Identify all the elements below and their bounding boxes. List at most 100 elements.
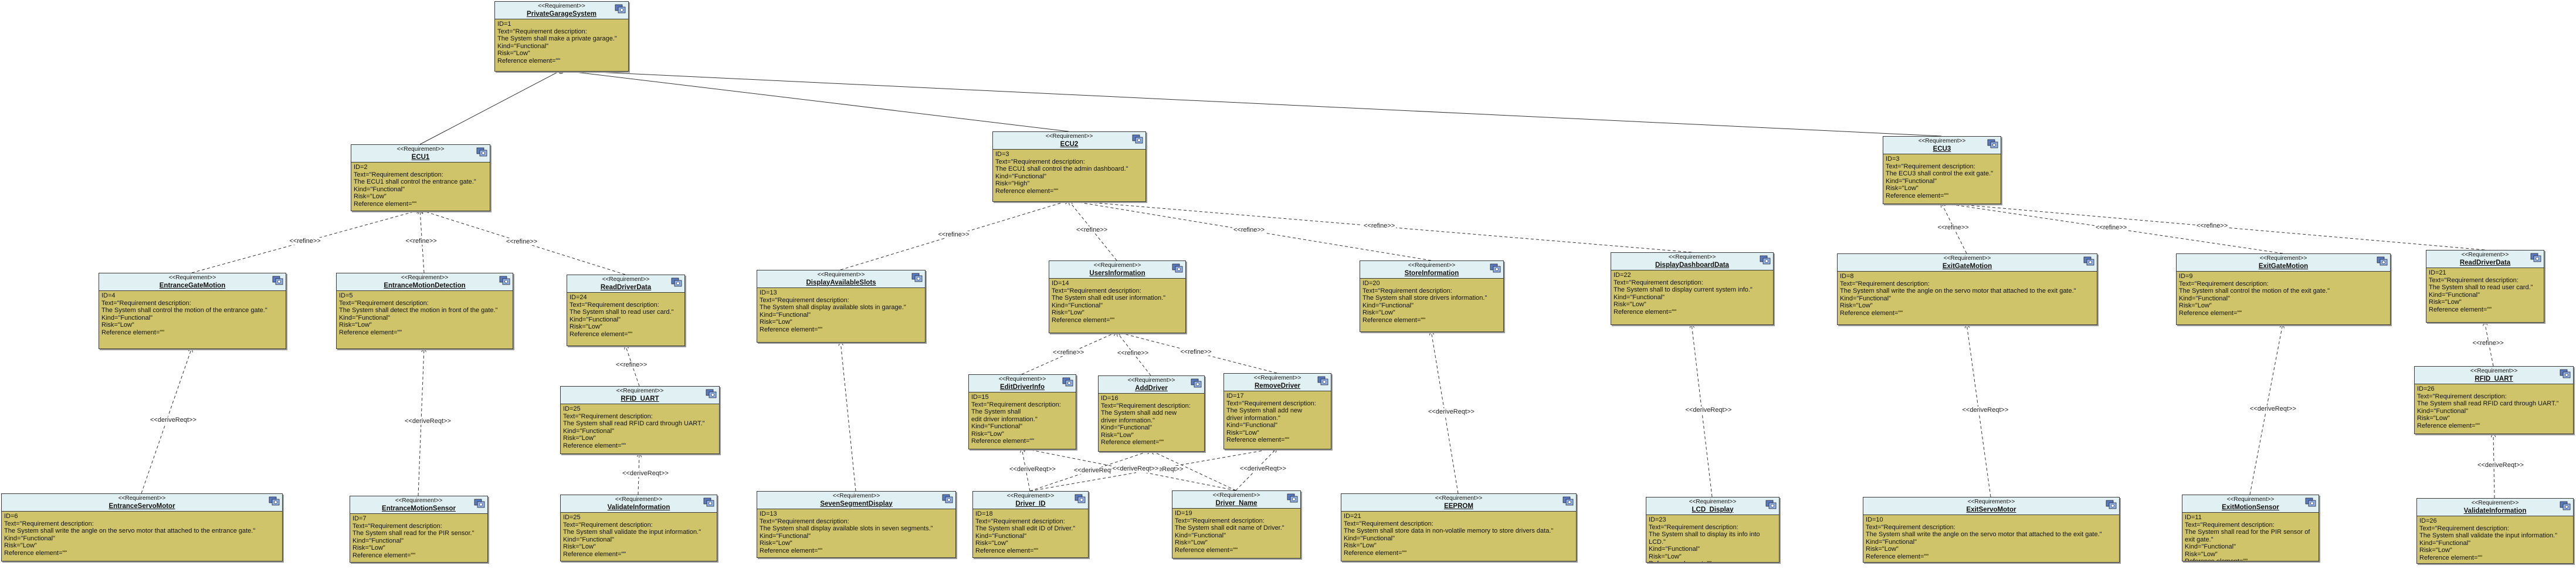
property-line: The System shall write the angle on the … <box>1840 287 2076 295</box>
stereotype-label: <<Requirement>> <box>1045 133 1093 140</box>
property-line: Reference element="" <box>563 442 626 449</box>
requirement-header: <<Requirement>>StoreInformation <box>1360 261 1503 279</box>
refine-edge <box>1941 203 2485 251</box>
stereotype-label: <<Requirement>> <box>616 388 664 394</box>
property-line: ID=21 <box>2429 269 2446 276</box>
property-line: ID=2 <box>354 164 368 171</box>
property-line: The System shall write the angle on the … <box>4 527 256 534</box>
property-line: Reference element="" <box>760 547 823 554</box>
requirement-icon <box>1075 494 1086 503</box>
derive-label: <<deriveReqt>> <box>1111 465 1160 472</box>
property-line: Risk="Low" <box>1344 542 1377 549</box>
refine-label: <<refine>> <box>404 237 438 245</box>
property-line: Reference element="" <box>1840 309 1903 317</box>
requirement-header: <<Requirement>>EEPROM <box>1341 494 1576 512</box>
property-line: The System shall validate the input info… <box>563 529 701 536</box>
property-line: ID=26 <box>2417 385 2435 392</box>
property-line: Kind="Functional" <box>1840 295 1892 302</box>
requirement-name: PrivateGarageSystem <box>527 10 596 18</box>
requirement-header: <<Requirement>>ExitGateMotion <box>2177 254 2390 272</box>
property-line: Reference element="" <box>760 326 823 333</box>
containment-edge <box>558 67 1942 137</box>
property-line: ID=18 <box>975 510 993 517</box>
property-line: Risk="Low" <box>339 321 372 329</box>
property-line: The System shall add new <box>1101 409 1177 417</box>
stereotype-label: <<Requirement>> <box>168 275 216 281</box>
property-line: ID=3 <box>995 151 1009 158</box>
property-line: Risk="Low" <box>2179 302 2212 309</box>
property-line: The System shall <box>971 408 1021 415</box>
stereotype-label: <<Requirement>> <box>832 493 880 499</box>
stereotype-label: <<Requirement>> <box>2461 252 2509 258</box>
stereotype-label: <<Requirement>> <box>1943 255 1991 262</box>
stereotype-label: <<Requirement>> <box>817 272 865 278</box>
requirement-header: <<Requirement>>EntranceServoMotor <box>2 494 282 512</box>
property-line: The System shall add new <box>1226 407 1303 414</box>
requirement-name: RemoveDriver <box>1255 382 1300 390</box>
property-line: Risk="Low" <box>563 543 596 550</box>
requirement-name: RFID_UART <box>621 395 659 402</box>
property-line: The System shall read RFID card through … <box>563 420 705 427</box>
property-line: The System shall control the motion of t… <box>101 307 267 314</box>
property-line: Text="Requirement description: <box>1226 400 1316 407</box>
property-line: ID=1 <box>497 21 511 28</box>
requirement-icon <box>1987 139 1999 148</box>
property-line: Kind="Functional" <box>1886 177 1937 185</box>
derive-label: <<deriveReqt>> <box>1684 406 1733 414</box>
property-line: Text="Requirement description: <box>1344 520 1433 527</box>
requirement-name: EntranceGateMotion <box>159 282 226 289</box>
property-line: Risk="Low" <box>1649 553 1682 560</box>
stereotype-label: <<Requirement>> <box>1127 377 1175 384</box>
property-line: The ECU1 shall control the admin dashboa… <box>995 165 1128 172</box>
property-line: Text="Requirement description: <box>1614 279 1703 286</box>
property-line: Risk="Low" <box>497 50 530 57</box>
stereotype-label: <<Requirement>> <box>401 275 449 281</box>
property-line: Kind="Functional" <box>2419 539 2471 547</box>
requirement-header: <<Requirement>>AddDriver <box>1099 376 1204 394</box>
requirement-icon <box>2560 501 2571 510</box>
property-line: Kind="Functional" <box>2429 291 2480 299</box>
property-line: Risk="Low" <box>354 193 387 200</box>
property-line: ID=15 <box>971 394 989 401</box>
requirement-header: <<Requirement>>DisplayDashboardData <box>1611 253 1773 270</box>
property-line: Kind="Functional" <box>339 314 391 321</box>
requirement-header: <<Requirement>>Driver_Name <box>1172 491 1300 509</box>
